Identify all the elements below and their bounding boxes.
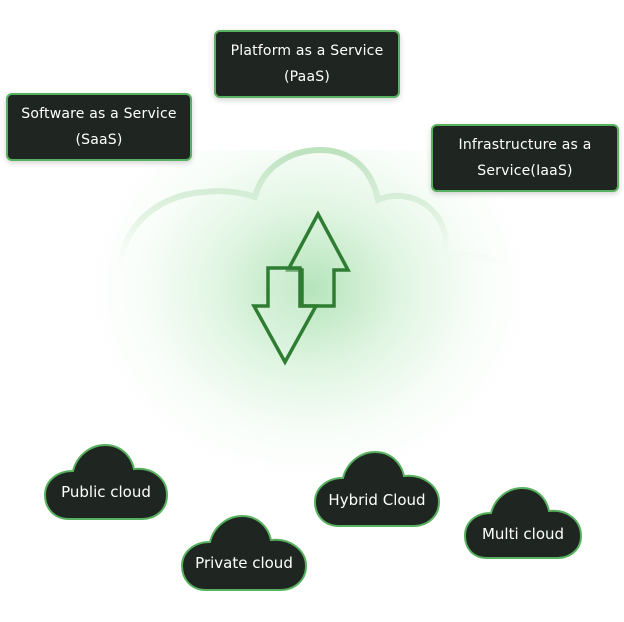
multi-cloud-node: Multi cloud (463, 486, 583, 562)
paas-line1: Platform as a Service (230, 43, 384, 59)
hybrid-cloud-label: Hybrid Cloud (328, 491, 426, 509)
iaas-line1: Infrastructure as a (458, 137, 592, 153)
multi-cloud-label: Multi cloud (481, 525, 565, 543)
public-cloud-icon (43, 443, 169, 520)
multi-cloud-icon (463, 486, 583, 559)
saas-line1: Software as a Service (21, 106, 177, 122)
paas-line2: (PaaS) (284, 69, 330, 85)
hybrid-cloud-node: Hybrid Cloud (313, 450, 441, 530)
private-cloud-label: Private cloud (195, 554, 293, 572)
down-arrow-icon (251, 266, 319, 366)
saas-box: Software as a Service (SaaS) (6, 93, 192, 161)
cloud-outline-path (116, 146, 523, 283)
private-cloud-node: Private cloud (180, 514, 308, 594)
saas-line2: (SaaS) (75, 132, 123, 148)
paas-box: Platform as a Service (PaaS) (214, 30, 400, 98)
hybrid-cloud-icon (313, 450, 441, 527)
iaas-line2: Service(IaaS) (477, 163, 573, 179)
public-cloud-node: Public cloud (43, 443, 169, 523)
iaas-box: Infrastructure as a Service(IaaS) (431, 124, 619, 192)
public-cloud-label: Public cloud (61, 483, 151, 501)
private-cloud-icon (180, 514, 308, 591)
